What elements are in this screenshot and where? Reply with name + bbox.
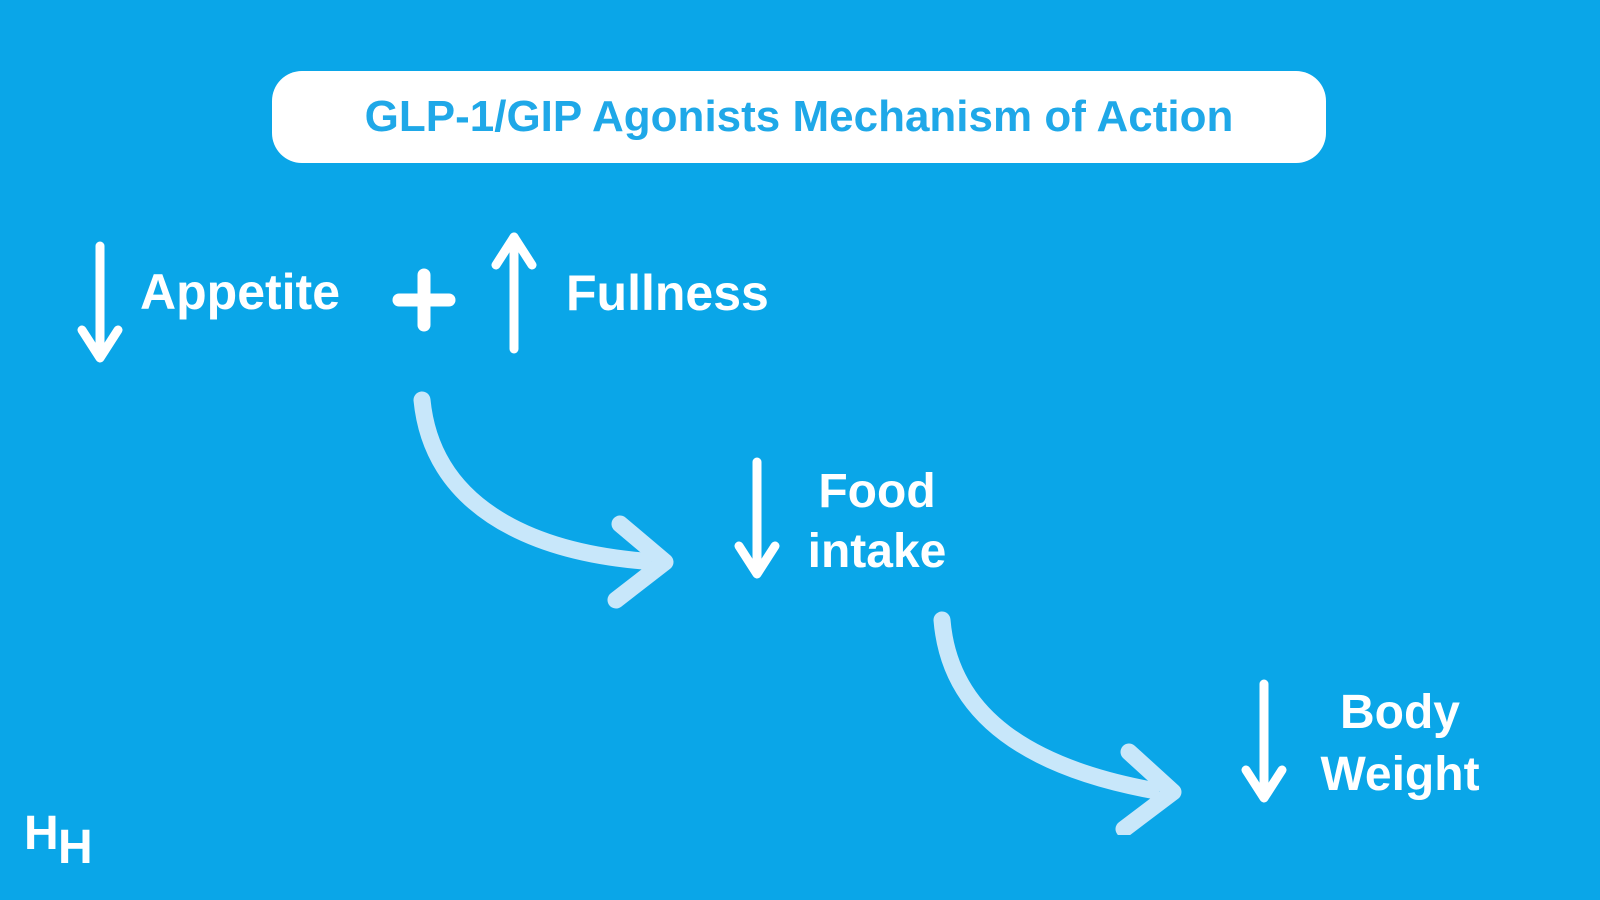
title-card: GLP-1/GIP Agonists Mechanism of Action (272, 71, 1326, 163)
down-arrow-icon (1241, 679, 1287, 803)
body-weight-label: Body Weight (1300, 682, 1500, 806)
up-arrow-icon (491, 232, 537, 354)
food-intake-label-line1: Food (818, 465, 936, 518)
curved-arrow-icon (413, 391, 674, 609)
down-arrow-icon (77, 241, 123, 363)
curved-arrow-icon (933, 611, 1182, 835)
logo-letter: H (58, 821, 93, 874)
food-intake-label-line2: intake (807, 525, 947, 578)
plus-icon (392, 268, 456, 332)
page-title: GLP-1/GIP Agonists Mechanism of Action (364, 92, 1234, 141)
down-arrow-icon (734, 457, 780, 579)
appetite-label: Appetite (140, 264, 340, 320)
body-weight-label-line1: Body (1340, 686, 1460, 739)
logo-letter: H (24, 807, 59, 860)
food-intake-label: Food intake (777, 462, 977, 582)
fullness-label: Fullness (566, 265, 769, 321)
body-weight-label-line2: Weight (1320, 748, 1480, 801)
